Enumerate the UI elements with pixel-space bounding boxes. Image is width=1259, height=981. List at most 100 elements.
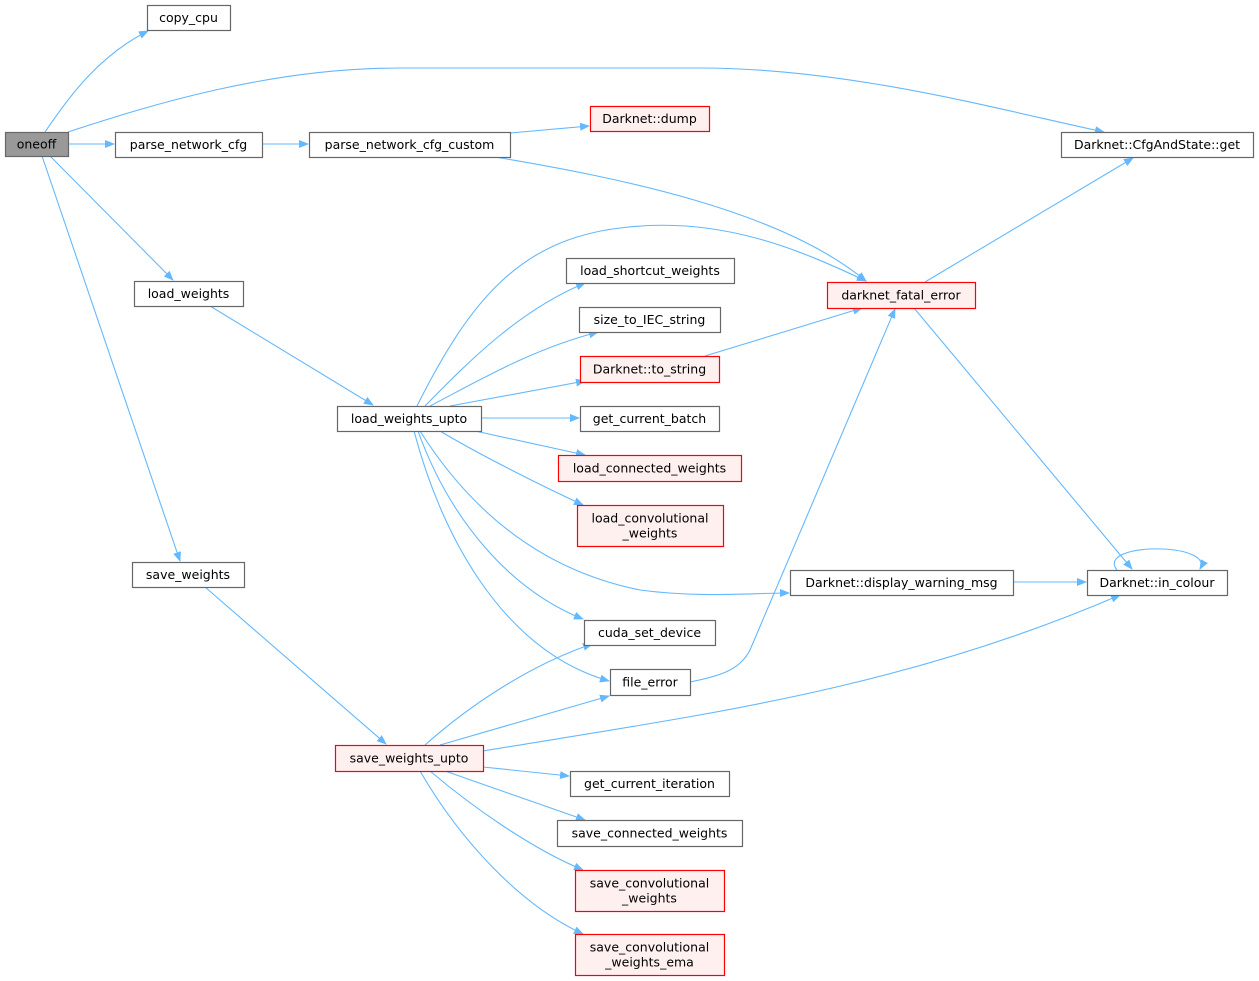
edge-save_weights-to-save_upto	[204, 586, 387, 745]
edge-oneoff-to-save_weights	[41, 155, 181, 562]
node-label: _weights	[622, 526, 678, 541]
node-save-conv[interactable]: save_convolutional_weights	[574, 869, 726, 913]
edge-colour-to-colour	[1113, 548, 1208, 571]
node-save-conv-ema[interactable]: save_convolutional_weights_ema	[574, 933, 726, 977]
node-label: load_weights_upto	[351, 411, 467, 426]
node-file-error[interactable]: file_error	[609, 668, 692, 697]
node-label: parse_network_cfg	[130, 137, 247, 152]
node-label: save_convolutional	[590, 940, 709, 955]
node-iec[interactable]: size_to_IEC_string	[578, 306, 722, 334]
node-label: load_connected_weights	[573, 461, 726, 476]
node-box	[565, 257, 736, 285]
node-box	[789, 569, 1015, 597]
edge-fatal-to-colour	[913, 307, 1133, 570]
node-box	[589, 105, 711, 133]
node-dump[interactable]: Darknet::dump	[589, 105, 711, 133]
edge-oneoff-to-copy_cpu	[44, 30, 149, 133]
edge-load_upto-to-to_string	[449, 378, 586, 407]
node-label: Darknet::in_colour	[1100, 575, 1216, 590]
node-label: Darknet::dump	[602, 111, 697, 126]
node-box	[576, 504, 725, 548]
node-label: oneoff	[17, 137, 57, 152]
edge-load_upto-to-load_conn	[474, 430, 586, 457]
edge-load_upto-to-load_conv	[439, 430, 584, 506]
edge-save_upto-to-iter	[482, 766, 570, 780]
edge-save_upto-to-file_error	[439, 694, 610, 746]
node-label: Darknet::CfgAndState::get	[1074, 137, 1240, 152]
node-box	[114, 131, 264, 159]
node-batch[interactable]: get_current_batch	[579, 405, 721, 433]
node-save-conn[interactable]: save_connected_weights	[556, 819, 744, 848]
node-label: cuda_set_device	[598, 625, 701, 640]
edge-load_upto-to-load_shortcut	[424, 282, 586, 407]
node-box	[579, 405, 721, 433]
edge-load_weights-to-load_upto	[209, 305, 374, 406]
node-oneoff[interactable]: oneoff	[4, 131, 70, 158]
node-label: Darknet::to_string	[593, 362, 706, 377]
node-save-weights[interactable]: save_weights	[131, 561, 246, 589]
node-box	[574, 869, 726, 913]
node-cuda[interactable]: cuda_set_device	[583, 619, 717, 647]
node-box	[569, 770, 731, 798]
node-parse-network-cfg[interactable]: parse_network_cfg	[114, 131, 264, 159]
node-label: save_weights	[146, 567, 230, 582]
node-fatal[interactable]: darknet_fatal_error	[826, 281, 977, 310]
node-warn[interactable]: Darknet::display_warning_msg	[789, 569, 1015, 597]
node-label: Darknet::display_warning_msg	[805, 575, 997, 590]
edge-load_upto-to-file_error	[413, 430, 610, 683]
edge-parse_network_cfg_custom-to-fatal	[494, 156, 867, 282]
node-box	[557, 454, 743, 483]
node-label: load_convolutional	[592, 511, 709, 526]
node-load-weights[interactable]: load_weights	[133, 280, 245, 308]
node-box	[336, 405, 483, 433]
edge-file_error-to-fatal	[689, 308, 896, 683]
node-label: _weights_ema	[604, 955, 694, 970]
edge-fatal-to-cfgget	[924, 157, 1134, 283]
node-label: save_connected_weights	[572, 826, 728, 841]
node-label: copy_cpu	[159, 10, 218, 25]
node-box	[1060, 131, 1255, 159]
node-label: save_convolutional	[590, 876, 709, 891]
node-parse-network-cfg-custom[interactable]: parse_network_cfg_custom	[308, 131, 512, 159]
node-colour[interactable]: Darknet::in_colour	[1086, 569, 1229, 597]
node-label: get_current_iteration	[584, 776, 715, 791]
node-cfgget[interactable]: Darknet::CfgAndState::get	[1060, 131, 1255, 159]
node-label: _weights	[621, 891, 677, 906]
node-label: darknet_fatal_error	[841, 288, 961, 303]
node-label: save_weights_upto	[350, 751, 469, 766]
node-load-shortcut[interactable]: load_shortcut_weights	[565, 257, 736, 285]
edge-load_upto-to-iec	[429, 330, 599, 407]
edge-oneoff-to-load_weights	[49, 155, 174, 281]
edge-load_upto-to-cuda	[417, 430, 584, 620]
node-iter[interactable]: get_current_iteration	[569, 770, 731, 798]
node-load-conv[interactable]: load_convolutional_weights	[576, 504, 725, 548]
node-label: get_current_batch	[593, 411, 706, 426]
node-label: load_shortcut_weights	[580, 263, 720, 278]
node-box	[826, 281, 977, 310]
edge-save_upto-to-save_conv_ema	[419, 770, 584, 935]
node-box	[579, 355, 721, 384]
node-box	[574, 933, 726, 977]
node-label: file_error	[622, 675, 678, 690]
node-copy-cpu[interactable]: copy_cpu	[146, 4, 232, 32]
edge-oneoff-to-cfgget	[67, 67, 1105, 135]
edge-save_upto-to-save_conn	[444, 770, 586, 821]
node-box	[131, 561, 246, 589]
node-box	[578, 306, 722, 334]
node-box	[1086, 569, 1229, 597]
node-box	[609, 668, 692, 697]
node-box	[583, 619, 717, 647]
node-load-conn[interactable]: load_connected_weights	[557, 454, 743, 483]
node-label: load_weights	[148, 286, 230, 301]
node-box	[334, 744, 485, 773]
node-label: size_to_IEC_string	[594, 312, 706, 327]
node-save-upto[interactable]: save_weights_upto	[334, 744, 485, 773]
node-to-string[interactable]: Darknet::to_string	[579, 355, 721, 384]
node-box	[308, 131, 512, 159]
node-box	[133, 280, 245, 308]
node-load-upto[interactable]: load_weights_upto	[336, 405, 483, 433]
edge-to_string-to-fatal	[704, 306, 863, 357]
edge-parse_network_cfg_custom-to-dump	[509, 122, 590, 134]
edge-save_upto-to-save_conv	[429, 770, 584, 871]
